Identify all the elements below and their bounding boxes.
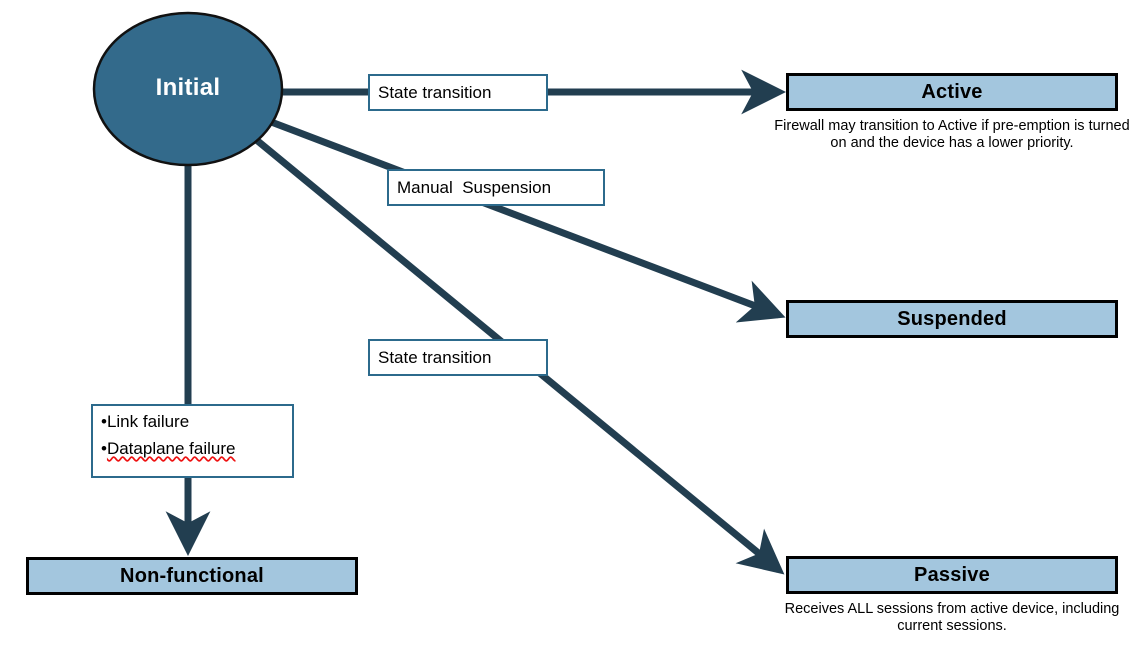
state-node-passive[interactable]: Passive bbox=[786, 556, 1118, 594]
state-node-active[interactable]: Active bbox=[786, 73, 1118, 111]
list-item: •Dataplane failure bbox=[101, 440, 284, 457]
edge-initial-to-suspended bbox=[264, 116, 786, 323]
initial-state-ellipse[interactable] bbox=[92, 11, 284, 167]
failure-item-label: Dataplane failure bbox=[106, 439, 236, 458]
bullet-icon: • bbox=[101, 439, 107, 458]
initial-state-label: Initial bbox=[155, 74, 221, 101]
edge-label-manual-suspension[interactable]: Manual Suspension bbox=[387, 169, 605, 206]
state-node-suspended[interactable]: Suspended bbox=[786, 300, 1118, 338]
caption-passive: Receives ALL sessions from active device… bbox=[784, 601, 1120, 635]
failure-item-label: Link failure bbox=[106, 412, 190, 431]
edge-label-state-transition-passive[interactable]: State transition bbox=[368, 339, 548, 376]
caption-active: Firewall may transition to Active if pre… bbox=[774, 118, 1130, 152]
state-node-non-functional[interactable]: Non-functional bbox=[26, 557, 358, 595]
bullet-icon: • bbox=[101, 412, 107, 431]
list-item: •Link failure bbox=[101, 413, 284, 430]
failure-conditions-box[interactable]: •Link failure •Dataplane failure bbox=[91, 404, 294, 478]
edge-label-state-transition-active[interactable]: State transition bbox=[368, 74, 548, 111]
